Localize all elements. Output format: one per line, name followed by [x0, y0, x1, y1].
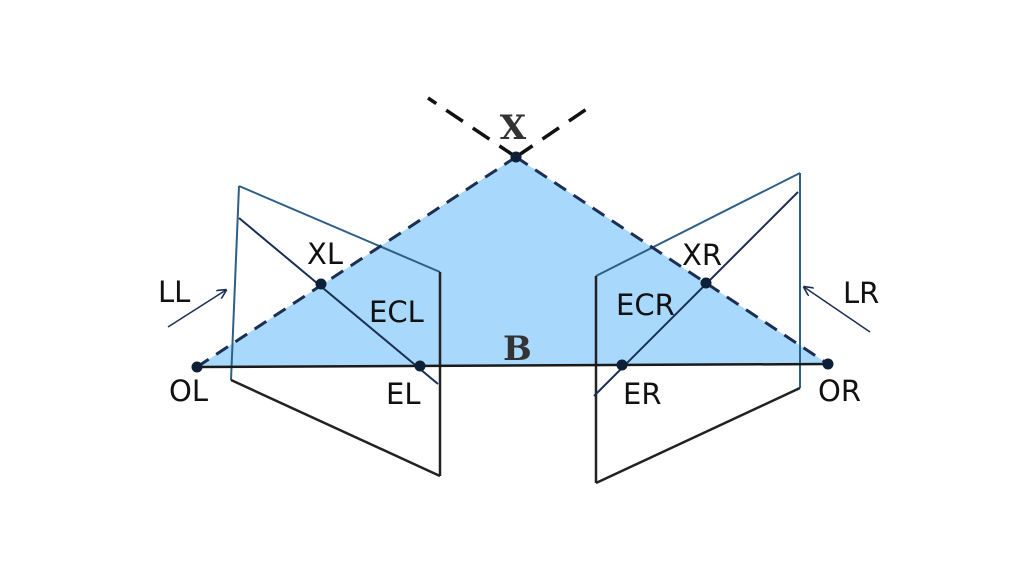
label-B: B	[503, 329, 532, 369]
epipolar-line-right	[593, 191, 799, 397]
point-EL	[414, 360, 426, 372]
label-XR: XR	[682, 238, 722, 272]
point-OR	[822, 358, 834, 370]
point-XL	[315, 278, 327, 290]
label-LL: LL	[158, 275, 190, 309]
arrow-LL	[167, 290, 226, 328]
point-OL	[191, 361, 203, 373]
arrow-LR	[804, 287, 871, 333]
label-ECR: ECR	[616, 288, 675, 322]
label-XL: XL	[307, 237, 343, 271]
right-image-plane	[594, 172, 801, 485]
epipolar-line-left	[238, 217, 439, 385]
point-X	[510, 151, 522, 163]
ray-right-extension	[515, 102, 595, 159]
label-ECL: ECL	[369, 295, 424, 329]
point-XR	[700, 277, 712, 289]
label-LR: LR	[843, 276, 879, 310]
label-X: X	[500, 108, 527, 148]
ray-left-extension	[427, 96, 517, 159]
ray-right	[515, 155, 829, 366]
point-ER	[616, 359, 628, 371]
label-OR: OR	[818, 374, 861, 408]
baseline	[196, 362, 829, 369]
left-image-plane	[230, 185, 442, 478]
label-ER: ER	[623, 377, 661, 411]
label-OL: OL	[169, 374, 208, 408]
ray-left	[196, 155, 517, 369]
label-EL: EL	[386, 377, 420, 411]
